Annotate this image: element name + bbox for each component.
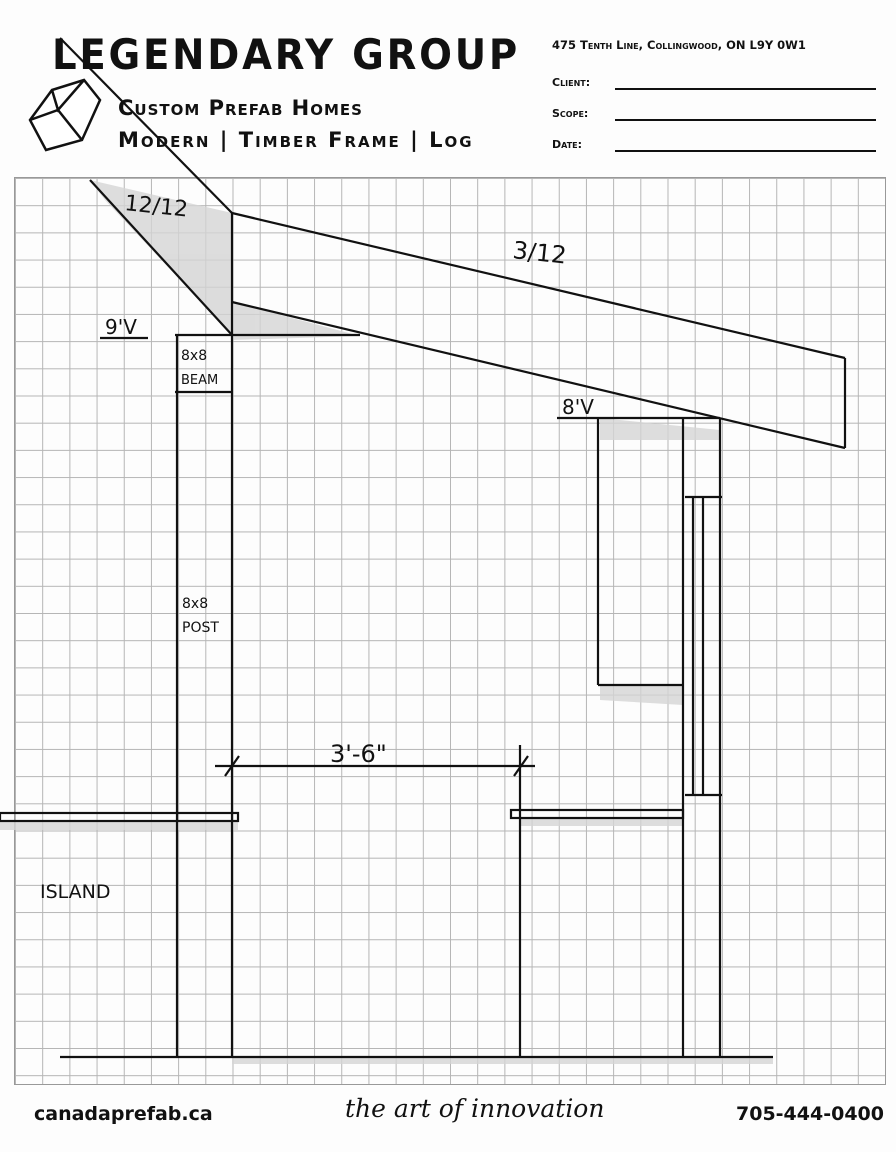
dimension-label: 3'-6"	[330, 740, 387, 768]
island-label: ISLAND	[40, 881, 111, 903]
scope-field[interactable]	[615, 119, 876, 121]
address: 475 Tenth Line, Collingwood, ON L9Y 0W1	[552, 38, 806, 52]
logo-cube-icon	[28, 78, 102, 152]
website-link[interactable]: canadaprefab.ca	[34, 1103, 213, 1125]
date-field[interactable]	[615, 150, 876, 152]
brand-title: LEGENDARY GROUP	[52, 30, 520, 79]
client-label: Client:	[552, 76, 591, 89]
scope-label: Scope:	[552, 107, 589, 120]
height-right-label: 8'V	[562, 395, 594, 419]
client-field[interactable]	[615, 88, 876, 90]
height-left-label: 9'V	[105, 315, 137, 339]
post-label-text: POST	[182, 620, 219, 636]
framing-lines	[0, 37, 847, 1059]
post-label-size: 8x8	[182, 596, 208, 612]
graph-paper-grid	[14, 177, 886, 1085]
slogan: the art of innovation	[345, 1094, 605, 1123]
tagline-primary: Custom Prefab Homes	[118, 96, 363, 120]
phone-number[interactable]: 705-444-0400	[736, 1103, 884, 1125]
date-label: Date:	[552, 138, 583, 151]
pitch-right-label: 3/12	[511, 236, 568, 269]
beam-label-size: 8x8	[181, 348, 207, 364]
tagline-secondary: Modern | Timber Frame | Log	[118, 128, 474, 152]
beam-label-text: BEAM	[181, 373, 218, 388]
